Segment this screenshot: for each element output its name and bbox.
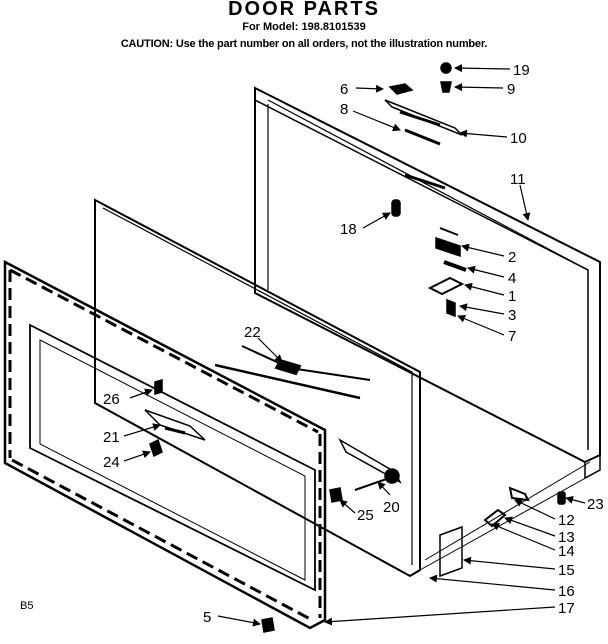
callout-6: 6 bbox=[340, 81, 348, 98]
latch-parts bbox=[384, 62, 467, 318]
outer-door-panel bbox=[254, 86, 601, 480]
callout-21: 21 bbox=[103, 429, 120, 446]
callout-22: 22 bbox=[244, 324, 261, 341]
page-title: DOOR PARTS bbox=[228, 0, 380, 20]
callout-17: 17 bbox=[558, 600, 575, 617]
callout-25: 25 bbox=[357, 507, 374, 524]
callout-12: 12 bbox=[558, 512, 575, 529]
callout-labels: 19 9 6 8 10 11 18 2 4 1 3 7 22 26 21 24 … bbox=[103, 62, 604, 626]
callout-10: 10 bbox=[510, 130, 527, 147]
callout-11: 11 bbox=[510, 171, 526, 188]
bottom-parts bbox=[261, 461, 601, 633]
middle-frame bbox=[94, 198, 421, 578]
caution-note: CAUTION: Use the part number on all orde… bbox=[120, 38, 488, 50]
callout-20: 20 bbox=[383, 499, 400, 516]
callout-4: 4 bbox=[508, 270, 516, 287]
callout-9: 9 bbox=[507, 81, 515, 98]
callout-7: 7 bbox=[508, 328, 516, 345]
callout-16: 16 bbox=[558, 583, 575, 600]
leader-arrows bbox=[123, 64, 586, 627]
callout-8: 8 bbox=[340, 101, 348, 118]
socket-assembly bbox=[329, 438, 402, 503]
hinge-rod bbox=[214, 345, 371, 400]
callout-13: 13 bbox=[558, 529, 575, 546]
handle-assembly bbox=[144, 379, 206, 458]
callout-15: 15 bbox=[558, 562, 575, 579]
corner-code: B5 bbox=[20, 600, 34, 612]
callout-5: 5 bbox=[203, 609, 211, 626]
callout-2: 2 bbox=[508, 249, 516, 266]
callout-1: 1 bbox=[508, 288, 516, 305]
callout-24: 24 bbox=[103, 454, 120, 471]
callout-23: 23 bbox=[587, 496, 604, 513]
callout-26: 26 bbox=[103, 391, 120, 408]
inner-door-liner bbox=[3, 259, 327, 630]
callout-3: 3 bbox=[508, 307, 516, 324]
callout-19: 19 bbox=[513, 62, 530, 79]
callout-14: 14 bbox=[558, 543, 575, 560]
callout-18: 18 bbox=[340, 221, 357, 238]
model-number: For Model: 198.8101539 bbox=[242, 21, 366, 33]
